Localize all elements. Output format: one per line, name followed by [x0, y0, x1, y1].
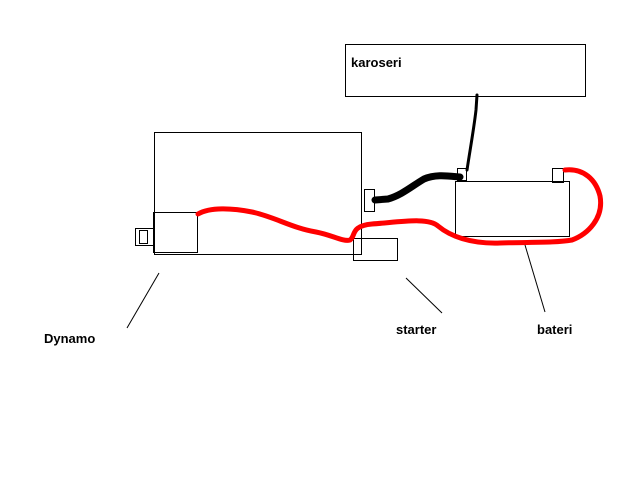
- dynamo-pointer-line: [126, 272, 160, 329]
- battery-positive-terminal: [552, 168, 564, 183]
- battery-pointer-line: [524, 244, 546, 313]
- ground-cable-to-engine: [371, 172, 464, 204]
- karoseri-label: karoseri: [351, 55, 402, 70]
- positive-cable: [195, 167, 604, 246]
- starter-label: starter: [396, 322, 436, 337]
- starter-pointer-line: [405, 277, 443, 314]
- ground-cable-to-body: [465, 93, 479, 172]
- karoseri-box: [345, 44, 586, 97]
- starter-box: [353, 238, 398, 261]
- dynamo-label: Dynamo: [44, 331, 95, 346]
- dynamo-box: [153, 212, 198, 253]
- engine-block: [154, 132, 362, 255]
- battery-box: [455, 181, 570, 237]
- dynamo-pulley: [135, 228, 154, 246]
- battery-component: [455, 168, 570, 237]
- battery-label: bateri: [537, 322, 572, 337]
- dynamo-component: [135, 212, 198, 253]
- dynamo-pulley-inner: [139, 230, 148, 244]
- karoseri-component: karoseri: [345, 44, 586, 97]
